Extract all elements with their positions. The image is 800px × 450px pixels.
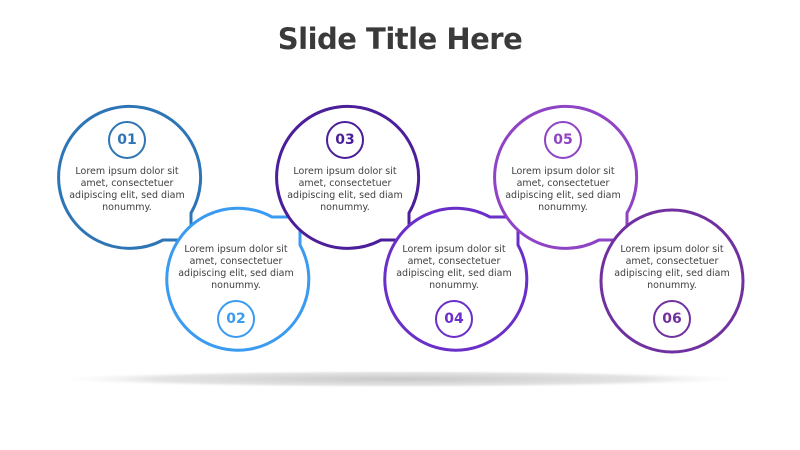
step-3-badge [326,121,364,159]
step-4-description: Lorem ipsum dolor sit amet, consectetuer… [396,244,512,291]
step-5-description: Lorem ipsum dolor sit amet, consectetuer… [505,166,621,213]
step-2-shape [165,206,311,352]
step-1-description: Lorem ipsum dolor sit amet, consectetuer… [69,166,185,213]
step-3-shape [275,104,421,250]
step-3-number: 03 [335,132,355,148]
step-1-number: 01 [117,132,137,148]
floor-shadow [45,370,755,388]
step-5-number: 05 [553,132,573,148]
slide-title: Slide Title Here [277,22,523,56]
step-3-description: Lorem ipsum dolor sit amet, consectetuer… [287,166,403,213]
step-6-shape [599,208,745,354]
step-5-badge [544,121,582,159]
step-4-badge [435,300,473,338]
step-5-shape [493,104,639,250]
step-1-shape [57,104,203,250]
step-2-badge [217,300,255,338]
step-6-description: Lorem ipsum dolor sit amet, consectetuer… [614,244,730,291]
step-1-badge [108,121,146,159]
step-2-number: 02 [226,311,246,327]
step-4-shape [383,206,529,352]
step-2-description: Lorem ipsum dolor sit amet, consectetuer… [178,244,294,291]
step-4-number: 04 [444,311,464,327]
step-6-number: 06 [662,311,682,327]
step-6-badge [653,300,691,338]
